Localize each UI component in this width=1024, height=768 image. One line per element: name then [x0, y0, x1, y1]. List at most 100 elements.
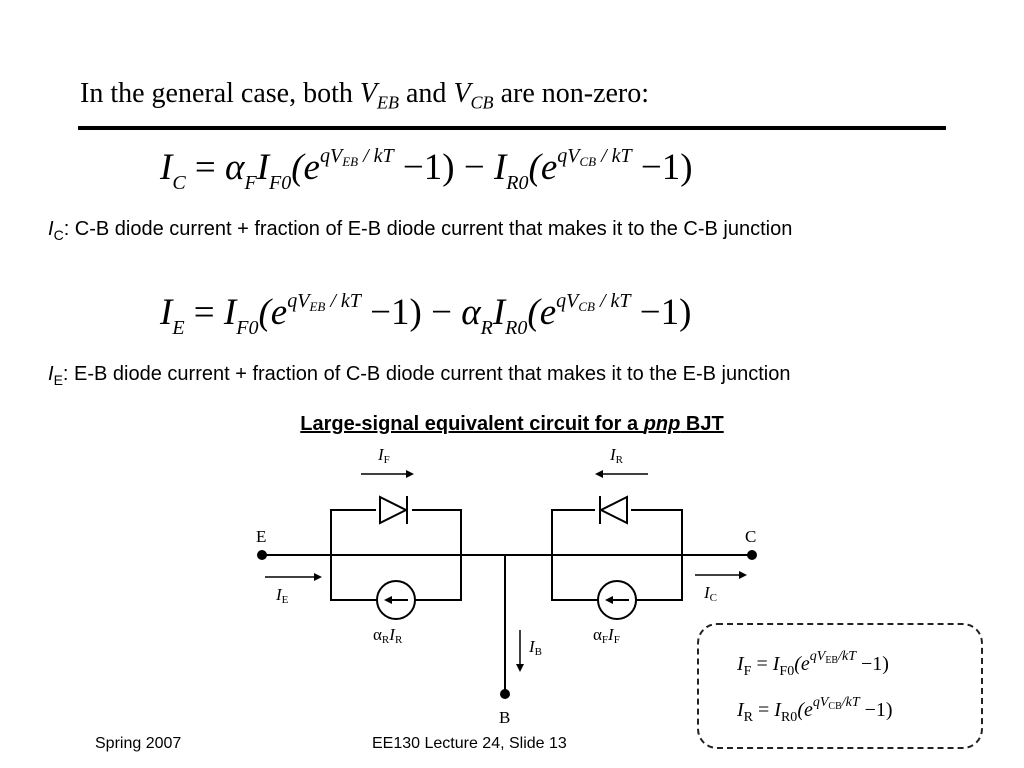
eq1-alpha-sub: F	[244, 172, 257, 194]
eq1-close2: −1)	[631, 147, 693, 188]
equation-collector-current: IC = αFIF0(eqVEB / kT −1) − IR0(eqVCB / …	[160, 145, 693, 195]
box-eq2-lhs: I	[737, 699, 744, 721]
title-v2: V	[453, 78, 471, 109]
eq2-ir0-sub: R0	[505, 317, 528, 339]
title-mid: and	[399, 78, 454, 109]
eq1-exp2: qVCB / kT	[557, 145, 632, 169]
slide-title: In the general case, both VEB and VCB ar…	[80, 78, 649, 114]
desc1-symbol: I	[48, 218, 54, 240]
eq2-close1: −1) −	[360, 292, 462, 333]
title-prefix: In the general case, both	[80, 78, 360, 109]
equation-emitter-current: IE = IF0(eqVEB / kT −1) − αRIR0(eqVCB / …	[160, 290, 692, 340]
eq2-exp1-a: qV	[287, 290, 310, 312]
box-eq1-lhs-sub: F	[743, 664, 752, 679]
eq1-ir0-sub: R0	[506, 172, 529, 194]
terminal-b-label: B	[499, 708, 510, 727]
emitter-current-description: IE: E-B diode current + fraction of C-B …	[48, 363, 790, 388]
box-eq2-exp-b: CB	[828, 701, 842, 712]
eq1-lhs: I	[160, 147, 173, 188]
equivalent-circuit-diagram: IF IR E C B IE IC IB αRIR αFIF	[256, 445, 757, 727]
eq2-equals: =	[184, 292, 224, 333]
terminal-e-label: E	[256, 527, 266, 546]
title-suffix: are non-zero:	[493, 78, 650, 109]
eq2-exp1: qVEB / kT	[287, 290, 361, 314]
box-eq2-open: (e	[797, 699, 813, 721]
eq2-open2: (e	[527, 292, 557, 333]
title-v1-sub: EB	[377, 92, 399, 113]
terminal-e-dot	[257, 550, 267, 560]
eq1-exp2-b: CB	[579, 154, 597, 169]
eq1-open2: (e	[528, 147, 558, 188]
eq2-if0: I	[223, 292, 237, 333]
eq2-if0-sub: F0	[236, 317, 259, 339]
eq2-open1: (e	[258, 292, 288, 333]
source-right-label: αFIF	[593, 625, 620, 646]
footer-slide-info: EE130 Lecture 24, Slide 13	[372, 735, 567, 752]
terminal-b-dot	[500, 689, 510, 699]
circuit-heading-suffix: BJT	[680, 413, 724, 435]
box-eq2-exp-a: qV	[812, 695, 829, 710]
box-eq2-rhs-sub: R0	[780, 710, 798, 725]
eq2-alpha-sub: R	[480, 317, 493, 339]
diode-equations-box: IF = IF0(eqVEB/kT −1) IR = IR0(eqVCB/kT …	[697, 623, 983, 749]
desc1-symbol-sub: C	[53, 227, 64, 243]
terminal-c-label: C	[745, 527, 756, 546]
box-eq2-exp-c: /kT	[841, 695, 860, 710]
desc2-symbol-sub: E	[53, 372, 63, 388]
title-rule	[78, 126, 946, 130]
circuit-heading-pnp: pnp	[643, 413, 681, 435]
eq2-exp2-a: qV	[556, 290, 579, 312]
diode-reverse-icon	[595, 495, 631, 525]
eq1-exp2-a: qV	[557, 145, 580, 167]
eq1-alpha: α	[225, 147, 245, 188]
eq2-alpha: α	[461, 292, 481, 333]
current-source-left-icon	[376, 580, 416, 620]
diode-forward-icon	[376, 495, 412, 525]
eq2-ir0: I	[492, 292, 506, 333]
footer-date: Spring 2007	[95, 735, 182, 752]
box-eq2-close: −1)	[859, 699, 893, 721]
desc1-text: : C-B diode current + fraction of E-B di…	[63, 218, 793, 240]
box-eq1-rhs-sub: F0	[779, 664, 795, 679]
box-eq1-equals: =	[751, 653, 773, 675]
terminal-c-dot	[747, 550, 757, 560]
eq1-exp1-b: EB	[342, 154, 359, 169]
box-equation-if: IF = IF0(eqVEB/kT −1)	[737, 649, 889, 680]
eq1-exp1: qVEB / kT	[319, 145, 394, 169]
box-eq1-exp-b: EB	[825, 655, 839, 666]
eq2-exp2-b: CB	[578, 299, 595, 314]
eq2-exp2: qVCB / kT	[556, 290, 631, 314]
eq1-exp1-a: qV	[319, 145, 343, 167]
eq2-lhs: I	[160, 292, 173, 333]
eq2-lhs-sub: E	[172, 317, 185, 339]
box-eq2-rhs: I	[774, 699, 781, 721]
label-ic: IC	[703, 583, 717, 604]
eq1-lhs-sub: C	[172, 172, 186, 194]
box-eq2-equals: =	[753, 699, 775, 721]
eq1-exp2-c: / kT	[596, 145, 632, 167]
eq2-close2: −1)	[630, 292, 692, 333]
eq2-exp2-c: / kT	[594, 290, 631, 312]
box-eq2-lhs-sub: R	[743, 710, 754, 725]
title-v2-sub: CB	[470, 92, 494, 113]
label-ie: IE	[275, 585, 289, 606]
eq1-if0: I	[256, 147, 270, 188]
box-equation-ir: IR = IR0(eqVCB/kT −1)	[737, 695, 893, 726]
box-eq1-lhs: I	[737, 653, 744, 675]
desc2-symbol: I	[48, 363, 54, 385]
eq1-if0-sub: F0	[269, 172, 292, 194]
box-eq1-exp-c: /kT	[838, 649, 856, 664]
eq2-exp1-c: / kT	[325, 290, 361, 312]
box-eq1-open: (e	[794, 653, 810, 675]
box-eq1-close: −1)	[856, 653, 889, 675]
desc2-text: : E-B diode current + fraction of C-B di…	[62, 363, 791, 385]
current-source-right-icon	[597, 580, 637, 620]
label-ib: IB	[528, 637, 542, 658]
box-eq1-rhs: I	[772, 653, 780, 675]
circuit-heading-prefix: Large-signal equivalent circuit for a	[300, 413, 644, 435]
eq1-open1: (e	[291, 147, 320, 188]
box-eq1-exp: qVEB/kT	[810, 649, 856, 666]
source-left-label: αRIR	[373, 625, 403, 646]
collector-current-description: IC: C-B diode current + fraction of E-B …	[48, 218, 792, 243]
title-v1: V	[359, 78, 377, 109]
